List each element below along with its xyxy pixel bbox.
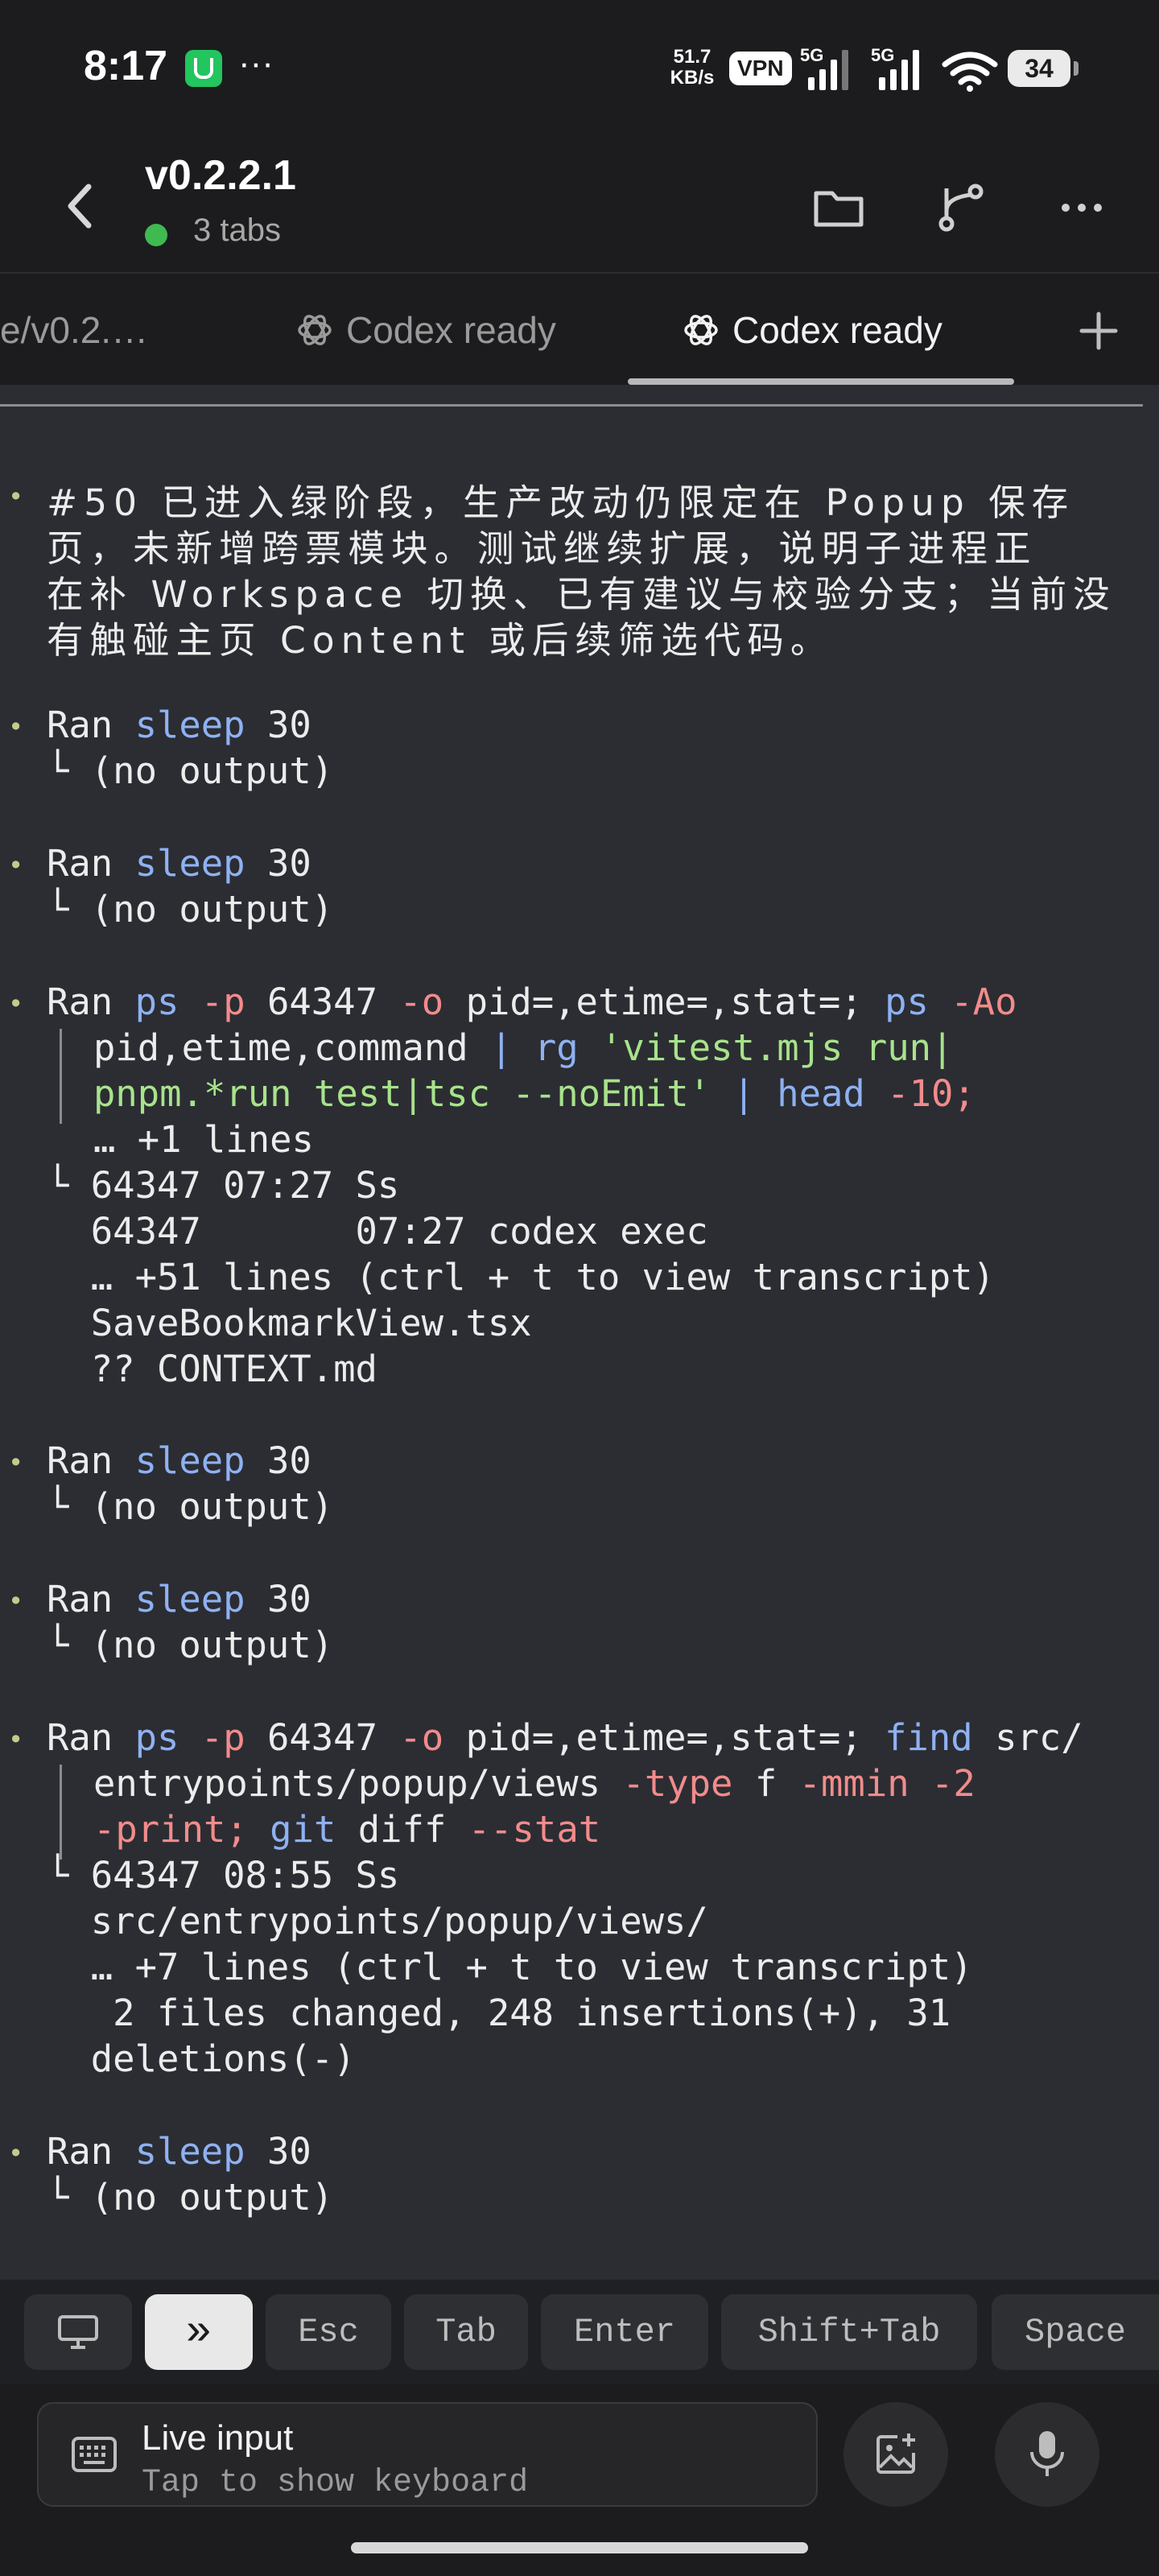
command-continuation-bar	[60, 1029, 62, 1124]
note-line: #50 已进入绿阶段，生产改动仍限定在 Popup 保存	[47, 481, 1075, 524]
openai-icon	[298, 315, 332, 345]
terminal-output[interactable]: • #50 已进入绿阶段，生产改动仍限定在 Popup 保存 页，未新增跨票模块…	[0, 385, 1159, 2280]
tab-codex-2[interactable]: Codex ready	[681, 274, 942, 386]
more-options-icon[interactable]	[1048, 174, 1116, 242]
ran-sleep-line: Ran sleep 30	[47, 1439, 311, 1482]
ran-ps-line: Ran ps -p 64347 -o pid=,etime=,stat=; fi…	[47, 1716, 1083, 1759]
active-tab-indicator	[628, 378, 1014, 385]
more-notifications-icon: ···	[238, 43, 274, 83]
status-bar: 8:17 ··· 51.7 KB/s VPN 5G 5G 34	[0, 0, 1159, 138]
signal-1-label: 5G	[800, 45, 824, 65]
keyboard-icon	[72, 2437, 117, 2472]
output-line: SaveBookmarkView.tsx	[47, 1302, 532, 1344]
note-line: 有触碰主页 Content 或后续筛选代码。	[47, 619, 834, 662]
tab-path[interactable]: e/v0.2.…	[0, 274, 148, 386]
esc-key[interactable]: Esc	[266, 2294, 391, 2370]
session-title: v0.2.2.1	[145, 152, 296, 199]
bullet: •	[8, 989, 24, 1019]
vpn-badge: VPN	[729, 52, 792, 85]
ran-sleep-line: Ran sleep 30	[47, 704, 311, 746]
output-line: … +7 lines (ctrl + t to view transcript)	[47, 1946, 973, 1988]
git-branch-icon[interactable]	[927, 174, 995, 242]
tab-codex-1[interactable]: Codex ready	[295, 274, 556, 386]
enter-key[interactable]: Enter	[541, 2294, 708, 2370]
ran-ps-line: Ran ps -p 64347 -o pid=,etime=,stat=; ps…	[47, 980, 1017, 1023]
output-line: 2 files changed, 248 insertions(+), 31	[47, 1992, 951, 2034]
app-header: v0.2.2.1 3 tabs	[0, 138, 1159, 272]
bullet: •	[8, 850, 24, 881]
signal-2-icon: 5G	[871, 45, 927, 90]
command-line: entrypoints/popup/views -type f -mmin -2	[93, 1762, 975, 1805]
tab-label: e/v0.2.…	[0, 309, 149, 351]
app-notification-icon	[185, 50, 222, 87]
folder-icon[interactable]	[805, 174, 872, 242]
no-output-line: └ (no output)	[47, 749, 334, 792]
microphone-icon	[1030, 2431, 1064, 2476]
attach-image-button[interactable]	[843, 2402, 948, 2507]
bullet: •	[8, 481, 24, 512]
output-line: deletions(-)	[47, 2037, 356, 2080]
tab-bar: e/v0.2.… Codex ready Codex ready	[0, 272, 1159, 386]
back-arrow-icon[interactable]	[48, 174, 113, 238]
command-line: -print; git diff --stat	[93, 1808, 601, 1851]
note-line: 页，未新增跨票模块。测试继续扩展，说明子进程正	[47, 527, 1037, 570]
tab-label: Codex ready	[732, 309, 942, 351]
signal-1-icon: 5G	[800, 45, 856, 90]
output-line: … +1 lines	[93, 1118, 314, 1161]
network-speed-unit: KB/s	[670, 67, 715, 89]
no-output-line: └ (no output)	[47, 888, 334, 931]
tab-count: 3 tabs	[193, 213, 281, 248]
shift-tab-key[interactable]: Shift+Tab	[721, 2294, 977, 2370]
output-line: └ 64347 08:55 Ss	[47, 1854, 400, 1897]
bullet: •	[8, 2138, 24, 2169]
note-line: 在补 Workspace 切换、已有建议与校验分支；当前没	[47, 573, 1116, 616]
command-continuation-bar	[60, 1765, 62, 1860]
no-output-line: └ (no output)	[47, 2176, 334, 2219]
tab-label: Codex ready	[346, 309, 556, 351]
bullet: •	[8, 1724, 24, 1755]
image-add-icon	[876, 2434, 915, 2474]
no-output-line: └ (no output)	[47, 1624, 334, 1666]
output-line: … +51 lines (ctrl + t to view transcript…	[47, 1256, 995, 1298]
ran-sleep-line: Ran sleep 30	[47, 842, 311, 885]
live-input-hint: Tap to show keyboard	[142, 2465, 529, 2501]
tab-key[interactable]: Tab	[404, 2294, 528, 2370]
output-line: 64347 07:27 codex exec	[47, 1210, 708, 1253]
command-line: pnpm.*run test|tsc --noEmit' | head -10;	[93, 1072, 975, 1115]
signal-2-label: 5G	[871, 45, 895, 65]
special-keys-bar: » Esc Tab Enter Shift+Tab Space	[0, 2280, 1159, 2384]
voice-input-button[interactable]	[995, 2402, 1099, 2507]
wifi-icon	[942, 52, 998, 92]
output-line: └ 64347 07:27 Ss	[47, 1164, 400, 1207]
input-bar: Live input Tap to show keyboard	[0, 2384, 1159, 2576]
home-indicator[interactable]	[351, 2542, 808, 2553]
online-status-dot	[145, 224, 167, 246]
openai-icon	[684, 315, 718, 345]
live-input-title: Live input	[142, 2418, 294, 2458]
command-line: pid,etime,command | rg 'vitest.mjs run|	[93, 1026, 954, 1069]
output-line: ?? CONTEXT.md	[47, 1348, 377, 1390]
separator-line	[0, 404, 1143, 407]
monitor-icon	[58, 2315, 98, 2349]
network-speed-value: 51.7	[673, 46, 711, 68]
network-speed: 51.7 KB/s	[668, 47, 716, 89]
space-key[interactable]: Space	[992, 2294, 1159, 2370]
output-line: src/entrypoints/popup/views/	[47, 1900, 708, 1942]
bullet: •	[8, 712, 24, 742]
live-input-field[interactable]: Live input Tap to show keyboard	[37, 2402, 818, 2507]
ran-sleep-line: Ran sleep 30	[47, 1578, 311, 1620]
chevrons-key[interactable]: »	[145, 2294, 253, 2370]
desktop-key[interactable]	[24, 2294, 132, 2370]
battery-icon: 34	[1008, 50, 1079, 87]
ran-sleep-line: Ran sleep 30	[47, 2130, 311, 2173]
bullet: •	[8, 1447, 24, 1478]
bullet: •	[8, 1586, 24, 1616]
status-time: 8:17	[84, 43, 168, 89]
no-output-line: └ (no output)	[47, 1485, 334, 1528]
add-tab-icon[interactable]	[1070, 303, 1127, 359]
